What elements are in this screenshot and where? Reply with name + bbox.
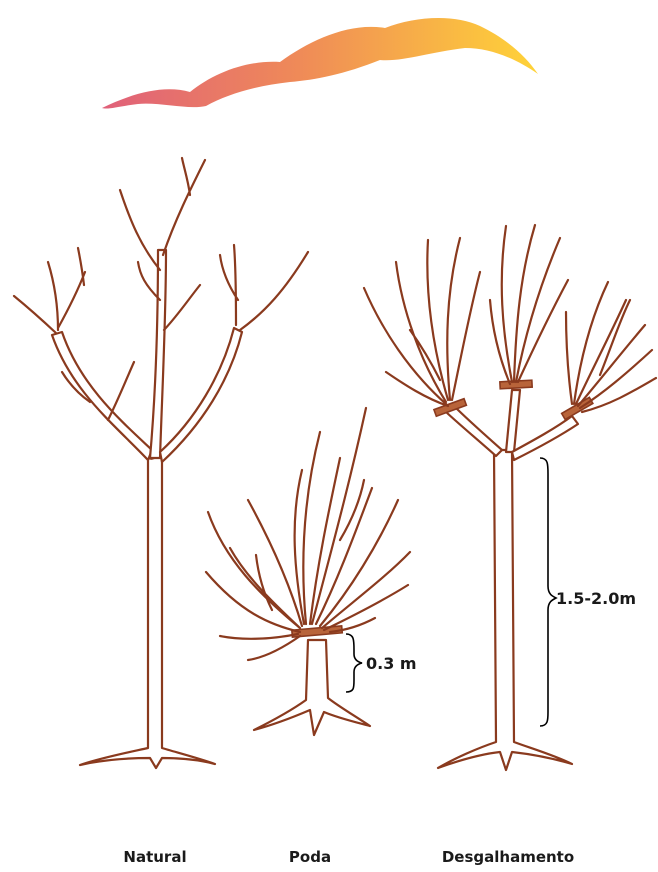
desgalhamento-left-limb — [446, 406, 502, 456]
natural-trunk — [80, 455, 215, 768]
natural-left-limb — [52, 332, 152, 460]
desgalhamento-shoots — [364, 225, 656, 412]
desgalhamento-right-limb — [512, 416, 578, 460]
tree-natural — [14, 158, 308, 768]
tree-desgalhamento — [364, 225, 656, 770]
poda-height-label: 0.3 m — [366, 654, 417, 673]
label-desgalhamento: Desgalhamento — [442, 848, 574, 866]
natural-right-limb — [160, 328, 242, 462]
poda-height-bracket — [346, 634, 362, 692]
label-natural: Natural — [123, 848, 186, 866]
natural-center-limb — [150, 250, 166, 458]
desgalhamento-height-label: 1.5-2.0m — [556, 589, 636, 608]
poda-trunk — [254, 640, 370, 735]
tree-poda — [206, 408, 410, 735]
desgalhamento-trunk — [438, 450, 572, 770]
sky-stroke — [102, 18, 538, 109]
desgalhamento-center-limb — [506, 390, 520, 452]
desgalhamento-height-bracket — [540, 458, 556, 726]
poda-shoots — [206, 408, 410, 660]
label-poda: Poda — [289, 848, 331, 866]
